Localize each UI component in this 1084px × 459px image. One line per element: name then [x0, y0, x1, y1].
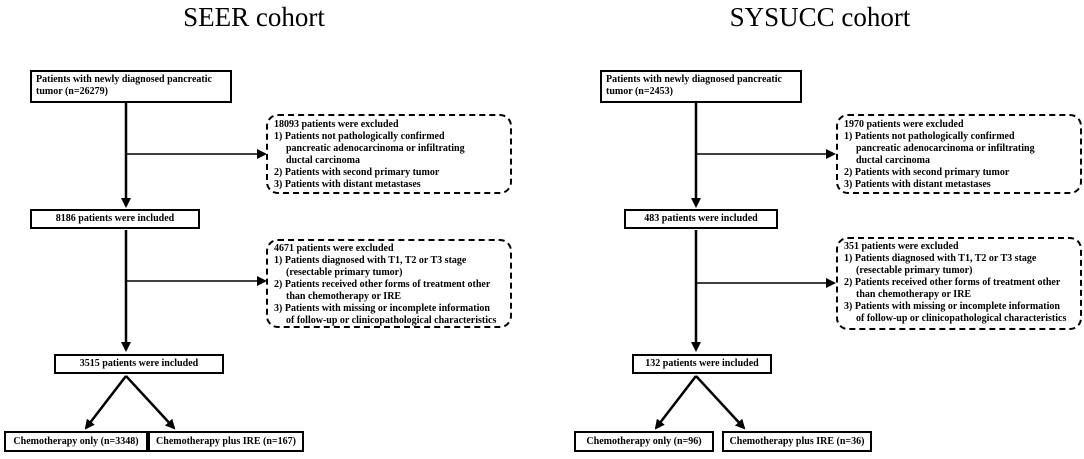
exclusion-box-1: 18093 patients were excluded 1) Patients…: [266, 114, 512, 194]
exclusion-item-cont: pancreatic adenocarcinoma or infiltratin…: [286, 143, 465, 154]
exclusion-item-cont: (resectable primary tumor): [856, 265, 973, 276]
start-box: Patients with newly diagnosed pancreatic…: [600, 70, 802, 103]
exclusion-item: 3) Patients with missing or incomplete i…: [844, 301, 1060, 312]
exclusion-header: 1970 patients were excluded: [844, 119, 964, 130]
exclusion-header: 18093 patients were excluded: [274, 119, 399, 130]
panel-title: SYSUCC cohort: [729, 2, 911, 32]
exclusion-item: 3) Patients with missing or incomplete i…: [274, 303, 490, 314]
exclusion-item-cont: of follow-up or clinicopathological char…: [286, 315, 497, 326]
exclusion-item: 1) Patients not pathologically confirmed: [274, 131, 445, 142]
arrow-to-outcome-right: [695, 375, 746, 430]
outcome-box-left: Chemotherapy only (n=96): [574, 431, 714, 452]
arrow-to-outcome-left: [84, 375, 127, 430]
exclusion-item: 3) Patients with distant metastases: [844, 179, 991, 190]
exclusion-item-cont: of follow-up or clinicopathological char…: [856, 313, 1067, 324]
exclusion-item: 3) Patients with distant metastases: [274, 179, 421, 190]
exclusion-item: 2) Patients with second primary tumor: [274, 167, 440, 178]
start-box-line: tumor (n=26279): [36, 86, 108, 97]
exclusion-item: 2) Patients received other forms of trea…: [844, 277, 1061, 288]
start-box-line: Patients with newly diagnosed pancreatic: [36, 74, 212, 85]
included-box-1: 8186 patients were included: [30, 209, 200, 229]
exclusion-item: 1) Patients diagnosed with T1, T2 or T3 …: [274, 255, 467, 266]
exclusion-box-2: 4671 patients were excluded 1) Patients …: [266, 239, 512, 328]
exclusion-item-cont: than chemotherapy or IRE: [856, 289, 972, 300]
included-box-2: 3515 patients were included: [54, 354, 224, 374]
outcome-box-left: Chemotherapy only (n=3348): [4, 431, 148, 452]
exclusion-item-cont: than chemotherapy or IRE: [286, 291, 402, 302]
exclusion-item: 1) Patients not pathologically confirmed: [844, 131, 1015, 142]
start-box-line: Patients with newly diagnosed pancreatic: [606, 74, 782, 85]
start-box-line: tumor (n=2453): [606, 86, 673, 97]
exclusion-item: 2) Patients with second primary tumor: [844, 167, 1010, 178]
exclusion-item-cont: ductal carcinoma: [856, 155, 930, 166]
start-box: Patients with newly diagnosed pancreatic…: [30, 70, 232, 103]
arrow-to-outcome-right: [125, 375, 176, 430]
arrow-to-outcome-left: [654, 375, 697, 430]
seer-arrows: [84, 102, 267, 430]
exclusion-header: 351 patients were excluded: [844, 241, 959, 252]
included-box-2: 132 patients were included: [632, 354, 772, 374]
exclusion-box-1: 1970 patients were excluded 1) Patients …: [836, 114, 1082, 194]
exclusion-item-cont: ductal carcinoma: [286, 155, 360, 166]
sysucc-arrows: [654, 102, 836, 430]
outcome-box-right: Chemotherapy plus IRE (n=36): [722, 431, 872, 452]
exclusion-header: 4671 patients were excluded: [274, 243, 394, 254]
panel-title: SEER cohort: [183, 2, 325, 32]
exclusion-item-cont: (resectable primary tumor): [286, 267, 403, 278]
outcome-box-right: Chemotherapy plus IRE (n=167): [148, 431, 304, 452]
exclusion-item: 2) Patients received other forms of trea…: [274, 279, 491, 290]
exclusion-item-cont: pancreatic adenocarcinoma or infiltratin…: [856, 143, 1035, 154]
exclusion-box-2: 351 patients were excluded 1) Patients d…: [836, 237, 1082, 330]
exclusion-item: 1) Patients diagnosed with T1, T2 or T3 …: [844, 253, 1037, 264]
included-box-1: 483 patients were included: [624, 209, 778, 229]
